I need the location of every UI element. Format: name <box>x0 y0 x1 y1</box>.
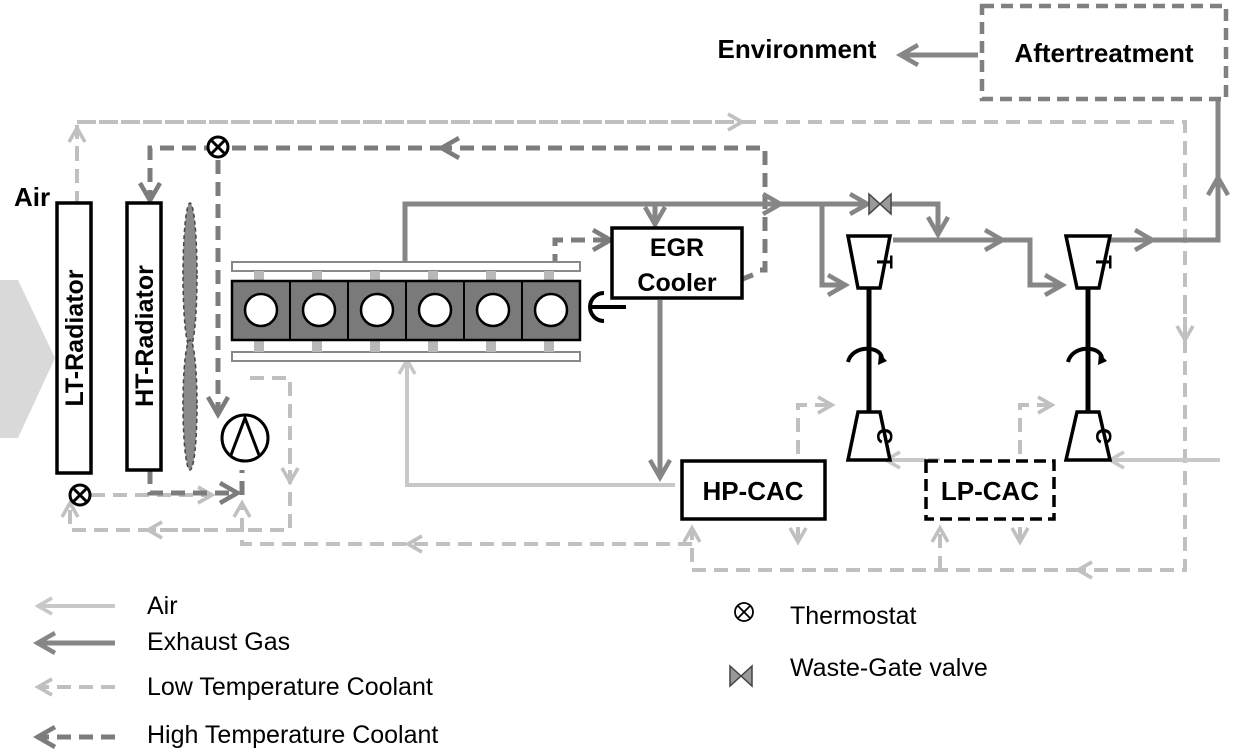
legend-thermostat-icon <box>734 602 754 622</box>
egr-cooler-label: EGR <box>650 234 704 262</box>
cylinder <box>301 292 337 328</box>
hp-cac-box <box>680 459 827 521</box>
engine-block <box>230 261 582 362</box>
environment-label: Environment <box>718 34 877 64</box>
egr-cooler-label: Cooler <box>637 269 716 297</box>
lp-turbine-label: T <box>1091 255 1116 269</box>
legend-air-label: Air <box>147 592 178 620</box>
hp-compressor <box>845 410 893 462</box>
exhaust-flow <box>402 43 1230 483</box>
lp-turbocharger: T C <box>1063 234 1116 462</box>
legend-exhaust-label: Exhaust Gas <box>147 628 290 656</box>
ht-radiator-label: HT-Radiator <box>131 265 159 407</box>
crankshaft-rotation-icon <box>588 291 626 323</box>
fan-icon <box>182 202 198 471</box>
cylinder <box>417 292 453 328</box>
cylinder <box>533 292 569 328</box>
egr-cooler-box <box>610 226 744 300</box>
lp-turbine <box>1063 234 1113 290</box>
coolant-pump-icon <box>220 413 270 463</box>
legend-wastegate-label: Waste-Gate valve <box>790 654 988 682</box>
lp-compressor-label: C <box>1091 428 1116 444</box>
aftertreatment-label: Aftertreatment <box>1014 38 1193 68</box>
cylinder <box>243 292 279 328</box>
lp-cac-box <box>924 459 1056 521</box>
hp-turbocharger: T C <box>845 234 897 462</box>
lt-radiator <box>55 201 93 475</box>
lp-cac-label: LP-CAC <box>941 476 1039 506</box>
air-inlet-label: Air <box>14 182 50 212</box>
legend-thermostat-label: Thermostat <box>790 602 916 630</box>
legend-wastegate-icon <box>729 664 753 688</box>
hp-cac-label: HP-CAC <box>702 476 803 506</box>
lp-compressor <box>1063 410 1113 462</box>
ht-radiator <box>125 201 163 472</box>
hp-turbine-label: T <box>872 255 897 269</box>
legend-ht-coolant-label: High Temperature Coolant <box>147 721 438 749</box>
legend: Air Exhaust Gas Low Temperature Coolant … <box>32 592 988 749</box>
ambient-air-arrow <box>0 280 55 438</box>
cylinder <box>359 292 395 328</box>
aftertreatment-box <box>979 3 1229 102</box>
thermostat-icon <box>68 483 92 507</box>
hp-compressor-label: C <box>872 428 897 444</box>
cylinder <box>475 292 511 328</box>
legend-lt-coolant-label: Low Temperature Coolant <box>147 673 433 701</box>
thermostat-icon <box>206 135 230 159</box>
lt-radiator-label: LT-Radiator <box>61 269 89 406</box>
hp-turbine <box>845 234 893 290</box>
wastegate-valve-icon <box>868 192 892 216</box>
